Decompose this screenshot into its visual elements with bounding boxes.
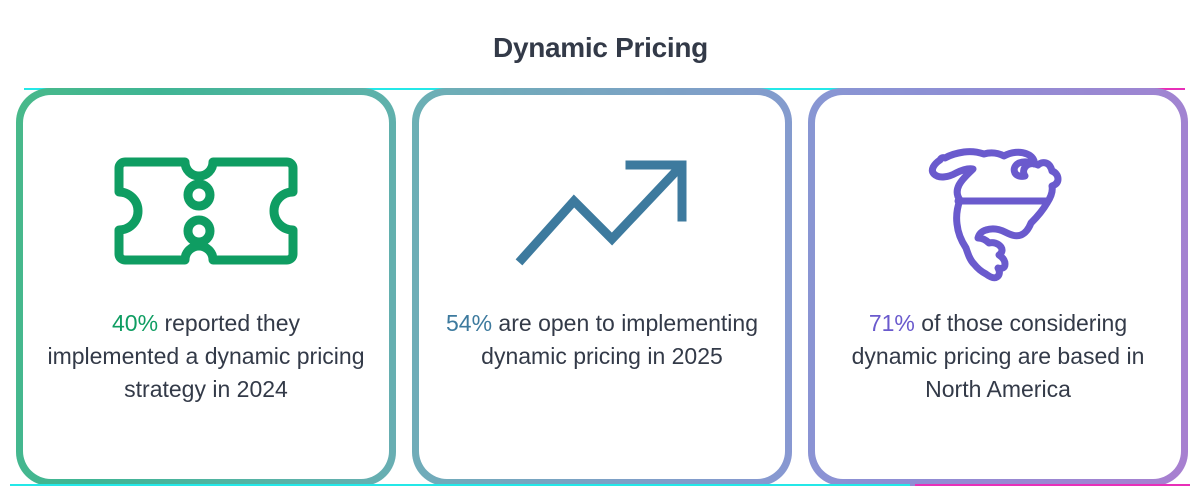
card-inner: 71% of those considering dynamic pricing… [815, 95, 1181, 479]
stat-percent: 54% [446, 310, 493, 336]
card-inner: 40% reported they implemented a dynamic … [23, 95, 389, 479]
stat-card-north-america-based: 71% of those considering dynamic pricing… [808, 88, 1188, 486]
stat-card-dynamic-pricing-implemented-2024: 40% reported they implemented a dynamic … [16, 88, 396, 486]
stat-percent: 40% [112, 310, 159, 336]
page-title: Dynamic Pricing [493, 32, 708, 63]
stat-description: reported they implemented a dynamic pric… [47, 310, 365, 402]
stat-description: of those considering dynamic pricing are… [851, 310, 1145, 402]
stat-description: are open to implementing dynamic pricing… [481, 310, 758, 369]
stat-text: 54% are open to implementing dynamic pri… [442, 307, 762, 373]
stat-card-open-to-dynamic-pricing-2025: 54% are open to implementing dynamic pri… [412, 88, 792, 486]
north-america-map-icon [916, 141, 1080, 282]
ticket-icon [113, 141, 299, 281]
stat-text: 40% reported they implemented a dynamic … [46, 307, 366, 406]
card-inner: 54% are open to implementing dynamic pri… [419, 95, 785, 479]
stat-percent: 71% [868, 310, 915, 336]
stat-text: 71% of those considering dynamic pricing… [838, 307, 1158, 406]
trending-up-arrow-icon [514, 141, 690, 281]
stat-cards-row: 40% reported they implemented a dynamic … [16, 88, 1188, 486]
